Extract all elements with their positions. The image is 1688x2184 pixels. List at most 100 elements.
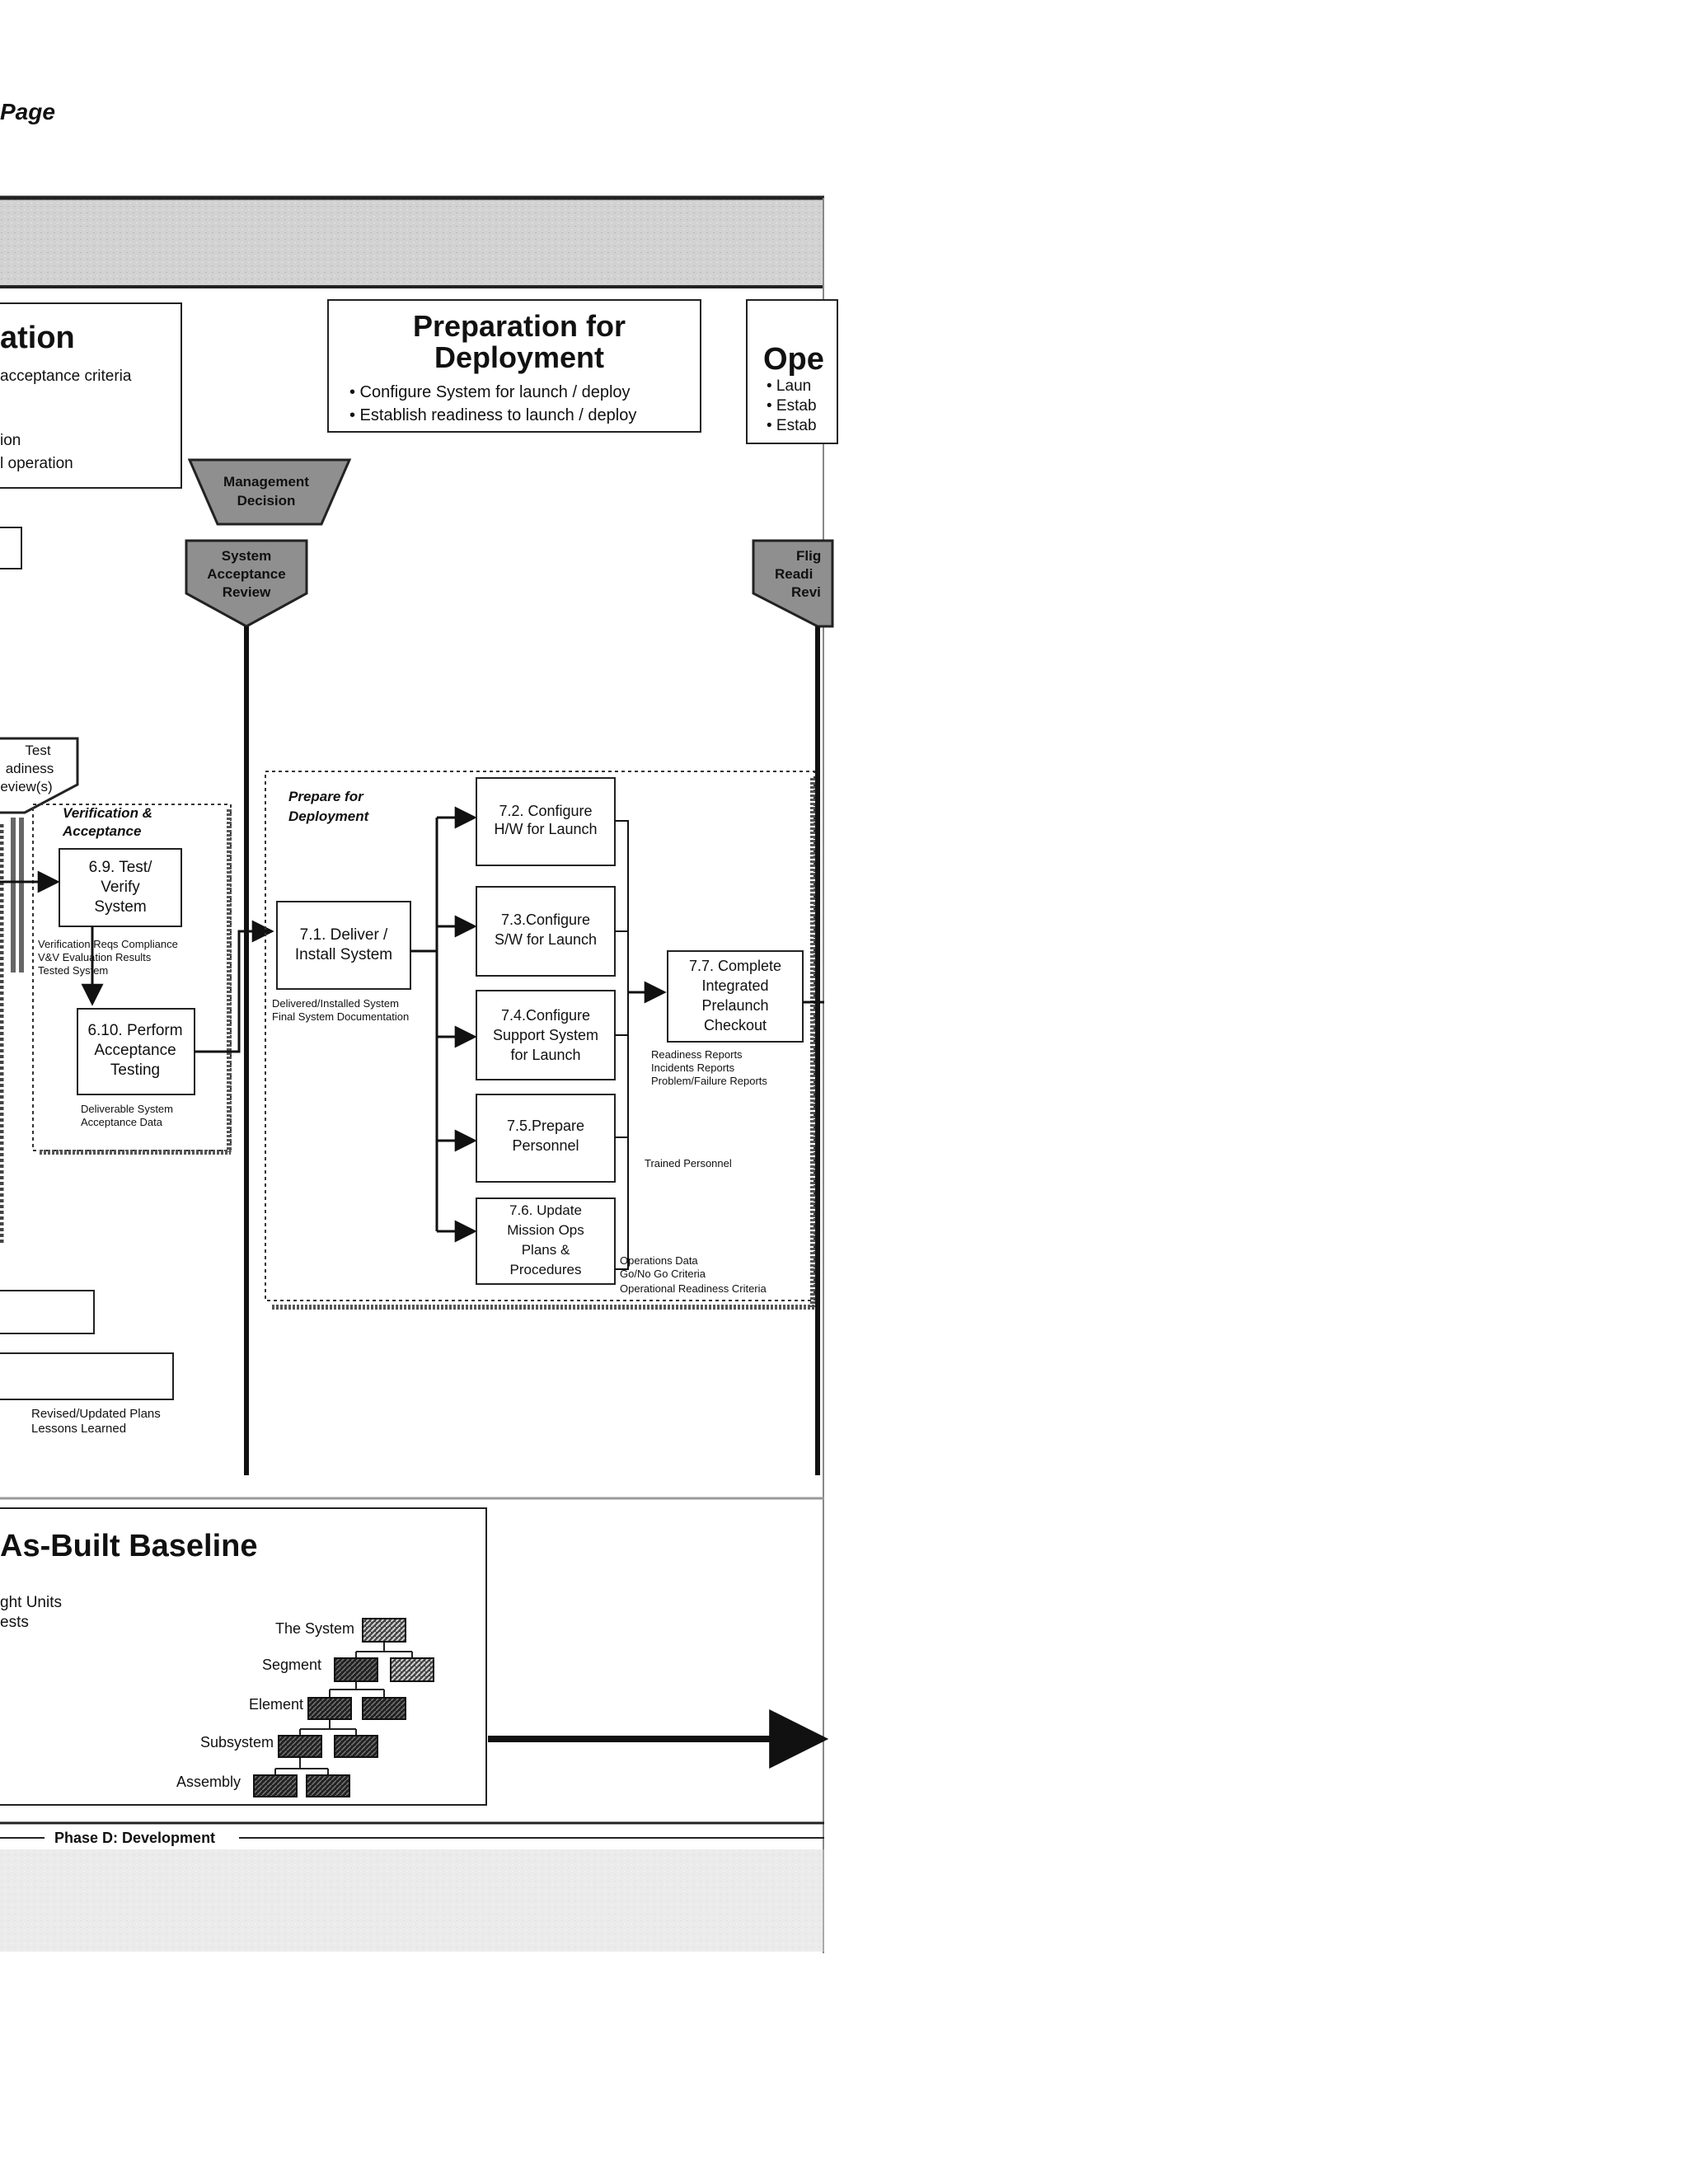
deployment-title-1: Preparation for — [413, 309, 626, 343]
output-6-10-line-1: Deliverable System — [81, 1103, 173, 1115]
collector-bracket — [615, 820, 629, 1270]
box-6-10-line-1: 6.10. Perform — [87, 1022, 182, 1039]
box-6-9-line-3: System — [94, 898, 146, 916]
box-7-4-line-2: Support System — [493, 1027, 598, 1043]
cropped-box-top — [0, 527, 22, 569]
output-7-7: Readiness Reports Incidents Reports Prob… — [651, 1048, 767, 1087]
output-7-7-line-1: Readiness Reports — [651, 1048, 743, 1061]
level-label-element: Element — [249, 1696, 303, 1713]
box-7-4-line-1: 7.4.Configure — [501, 1007, 590, 1024]
operations-title: Ope — [763, 342, 824, 377]
box-7-5-line-1: 7.5.Prepare — [507, 1118, 584, 1134]
output-6-10: Deliverable System Acceptance Data — [81, 1103, 173, 1128]
box-6-10-line-2: Acceptance — [94, 1042, 176, 1059]
output-6-10-line-2: Acceptance Data — [81, 1116, 163, 1128]
acceptance-review-line-2: Acceptance — [207, 566, 285, 582]
phase-label: Phase D: Development — [54, 1830, 215, 1846]
box-7-6-line-1: 7.6. Update — [509, 1202, 582, 1218]
box-7-6-line-3: Plans & — [522, 1242, 570, 1258]
management-decision-line-2: Decision — [237, 493, 296, 509]
management-decision-line-1: Management — [223, 474, 309, 490]
box-7-3-line-2: S/W for Launch — [495, 931, 597, 948]
box-7-4-line-3: for Launch — [510, 1047, 580, 1063]
box-7-5-prepare-personnel: 7.5.Prepare Personnel — [476, 1094, 616, 1183]
box-7-7-line-2: Integrated — [701, 977, 768, 994]
output-7-1-line-2: Final System Documentation — [272, 1010, 409, 1023]
output-7-6: Operations Data Go/No Go Criteria Operat… — [620, 1254, 767, 1295]
test-review-line-3: eview(s) — [0, 779, 52, 794]
level-label-assembly: Assembly — [176, 1774, 241, 1790]
baseline-line-2: ests — [0, 1614, 29, 1631]
level-label-the-system: The System — [275, 1620, 354, 1637]
tree-node-subsystem-b — [334, 1735, 378, 1758]
output-6-9-line-3: Tested System — [38, 964, 108, 977]
box-6-10-acceptance-testing: 6.10. Perform Acceptance Testing — [77, 1008, 195, 1095]
verification-line-4: l operation — [0, 455, 73, 472]
baseline-line-1: ght Units — [0, 1594, 62, 1611]
output-7-7-line-2: Incidents Reports — [651, 1062, 735, 1074]
level-label-segment: Segment — [262, 1657, 321, 1673]
tree-node-system — [362, 1618, 406, 1643]
deployment-bullet-2: • Establish readiness to launch / deploy — [349, 406, 636, 424]
operations-panel: Ope • Laun • Estab • Estab — [746, 299, 838, 444]
test-review-line-1: Test — [25, 743, 50, 758]
acceptance-review-line-3: Review — [223, 584, 271, 600]
box-6-9-line-1: 6.9. Test/ — [89, 859, 152, 876]
tree-node-assembly-b — [306, 1774, 350, 1797]
box-7-4-configure-support: 7.4.Configure Support System for Launch — [476, 990, 616, 1080]
output-6-9: Verification Reqs Compliance V&V Evaluat… — [38, 938, 178, 977]
deployment-bullet-1: • Configure System for launch / deploy — [349, 383, 631, 401]
page-header: Page — [0, 99, 55, 124]
bottom-banner — [0, 1849, 824, 1952]
output-7-7-line-3: Problem/Failure Reports — [651, 1075, 767, 1087]
box-7-6-line-4: Procedures — [510, 1262, 582, 1277]
tree-node-subsystem-a — [278, 1735, 322, 1758]
output-6-9-line-2: V&V Evaluation Results — [38, 951, 152, 963]
box-7-7-line-3: Prelaunch — [701, 997, 768, 1014]
output-7-1: Delivered/Installed System Final System … — [272, 997, 409, 1023]
box-7-1-line-2: Install System — [295, 946, 392, 963]
output-7-5: Trained Personnel — [645, 1157, 732, 1169]
arrow-6-10-to-7-1 — [195, 920, 274, 1053]
box-6-10-line-3: Testing — [110, 1062, 160, 1079]
prepare-group-label-2: Deployment — [288, 808, 370, 824]
output-7-1-line-1: Delivered/Installed System — [272, 997, 399, 1010]
box-7-1-line-1: 7.1. Deliver / — [300, 926, 388, 944]
box-7-2-line-1: 7.2. Configure — [499, 803, 592, 819]
output-7-6-line-3: Operational Readiness Criteria — [620, 1282, 767, 1295]
test-readiness-review: Test adiness eview(s) — [0, 737, 79, 814]
output-lower-line-2: Lessons Learned — [31, 1422, 126, 1436]
hierarchy-tree: The System Segment Element Subsystem Ass… — [176, 1618, 434, 1797]
output-lower-line-1: Revised/Updated Plans — [31, 1407, 161, 1421]
output-7-6-line-1: Operations Data — [620, 1254, 698, 1267]
tree-node-element-b — [362, 1697, 406, 1720]
baseline-title: As-Built Baseline — [0, 1529, 258, 1563]
tree-connectors — [274, 1642, 413, 1775]
box-7-6-line-2: Mission Ops — [507, 1222, 584, 1238]
box-7-2-configure-hw: 7.2. Configure H/W for Launch — [476, 777, 616, 866]
flight-review-line-2: Readi — [775, 566, 813, 582]
test-review-line-2: adiness — [6, 761, 54, 776]
prepare-deployment-group: Prepare for Deployment — [265, 771, 816, 1310]
box-7-2-line-2: H/W for Launch — [494, 821, 597, 837]
verification-panel-title: ation — [0, 321, 75, 355]
box-6-9-test-verify: 6.9. Test/ Verify System — [59, 848, 182, 927]
level-label-subsystem: Subsystem — [200, 1734, 274, 1750]
verification-line-3: ion — [0, 432, 21, 449]
deployment-title-2: Deployment — [434, 340, 604, 374]
box-7-7-prelaunch-checkout: 7.7. Complete Integrated Prelaunch Check… — [667, 950, 804, 1043]
operations-bullet-1: • Laun — [767, 377, 811, 395]
tree-node-assembly-a — [253, 1774, 298, 1797]
box-7-1-deliver-install: 7.1. Deliver / Install System — [276, 901, 411, 990]
flight-readiness-review: Flig Readi Revi — [752, 539, 834, 628]
cropped-box-lower-2 — [0, 1352, 174, 1400]
box-7-6-update-mission-ops: 7.6. Update Mission Ops Plans & Procedur… — [476, 1197, 616, 1285]
as-built-baseline-panel: As-Built Baseline ght Units ests The Sys… — [0, 1507, 487, 1806]
deployment-panel: Preparation for Deployment • Configure S… — [327, 299, 701, 433]
box-7-7-line-4: Checkout — [704, 1017, 767, 1033]
tree-node-segment-b — [390, 1657, 434, 1682]
verification-line-1: acceptance criteria — [0, 368, 132, 385]
prepare-group-label-1: Prepare for — [288, 789, 364, 804]
management-decision: Management Decision — [187, 458, 352, 526]
